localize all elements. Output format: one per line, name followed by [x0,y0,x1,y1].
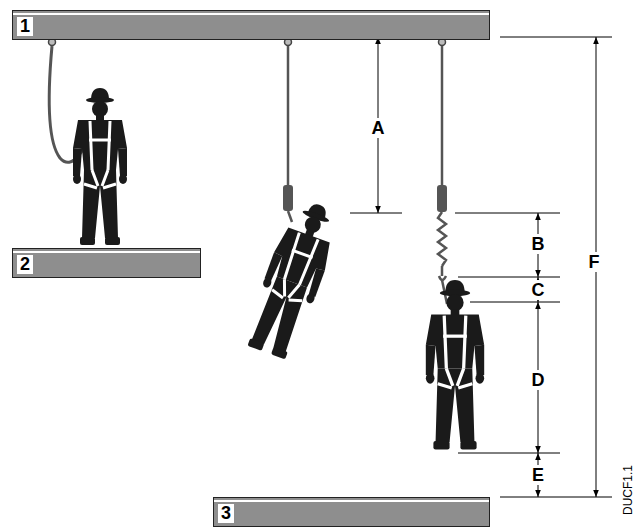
worker-arrested [426,280,484,450]
band-highlight [13,251,200,253]
shock-absorber [437,185,447,212]
floor-band: 2 [12,248,201,278]
dimension-lines [350,37,612,497]
shock-absorber [283,185,293,211]
level-number: 3 [218,504,234,523]
band-highlight [214,500,489,502]
floor-band: 3 [213,497,490,527]
worker-falling [241,196,345,362]
dimension-label: C [530,280,547,300]
deployed-absorber [438,212,446,266]
floor-band: 1 [12,10,490,40]
worker-standing [73,88,127,245]
level-number: 1 [17,17,33,36]
dimension-label: B [530,234,547,254]
dimension-label: E [530,465,546,485]
dimension-label: D [530,370,547,390]
band-highlight [13,13,489,15]
dimension-label: F [587,252,602,272]
dimension-label: A [370,118,387,138]
level-number: 2 [17,255,33,274]
lifeline [441,46,444,186]
lifeline [287,46,290,186]
figure-code: DUCF1.1 [621,463,635,517]
